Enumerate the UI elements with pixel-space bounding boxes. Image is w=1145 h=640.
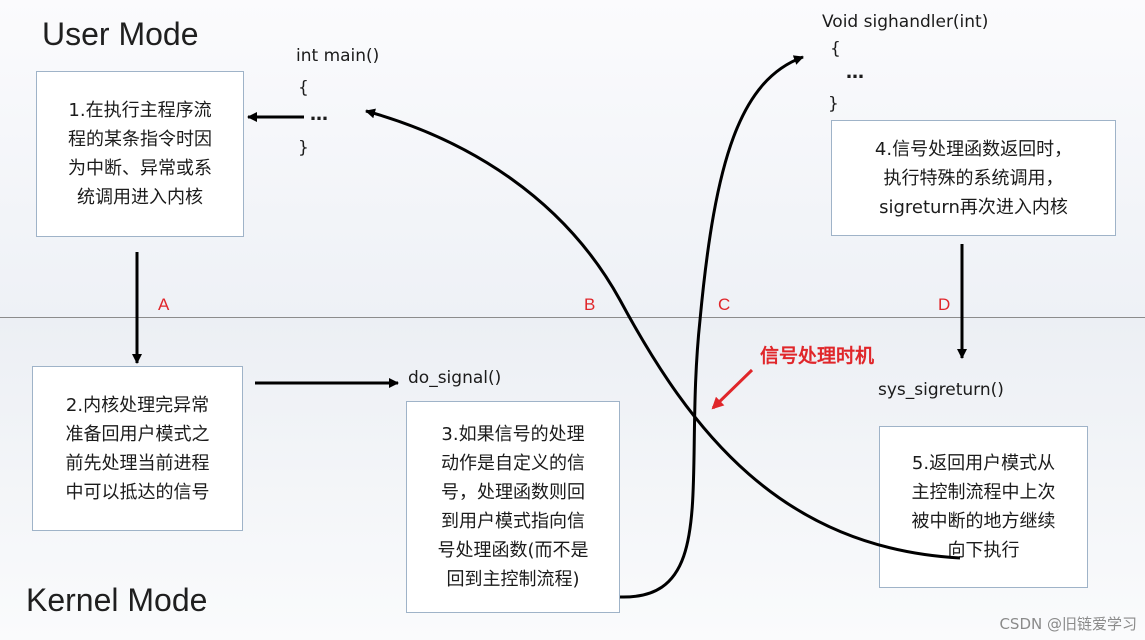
- marker-a: A: [158, 295, 170, 314]
- step5-box: 5.返回用户模式从 主控制流程中上次 被中断的地方继续 向下执行: [879, 426, 1088, 588]
- do-signal-label: do_signal(): [408, 368, 502, 388]
- kernel-mode-label: Kernel Mode: [26, 582, 208, 618]
- main-close-brace: }: [298, 138, 309, 158]
- arrow-b: [365, 108, 961, 560]
- step1-box: 1.在执行主程序流 程的某条指令时因 为中断、异常或系 统调用进入内核: [36, 71, 244, 237]
- mode-divider: [0, 317, 1145, 318]
- timing-pointer-arrow: [711, 368, 754, 410]
- marker-c: C: [718, 295, 731, 314]
- step2-box: 2.内核处理完异常 准备回用户模式之 前先处理当前进程 中可以抵达的信号: [32, 366, 243, 531]
- arrow-c: [619, 55, 804, 599]
- step4-box: 4.信号处理函数返回时， 执行特殊的系统调用， sigreturn再次进入内核: [831, 120, 1116, 236]
- main-open-brace: {: [298, 78, 309, 98]
- handler-open-brace: {: [830, 39, 841, 59]
- step3-box: 3.如果信号的处理 动作是自定义的信 号，处理函数则回 到用户模式指向信 号处理…: [406, 401, 620, 613]
- handler-signature: Void sighandler(int): [822, 12, 989, 32]
- marker-d: D: [938, 295, 951, 314]
- marker-b: B: [584, 295, 596, 314]
- signal-timing-label: 信号处理时机: [760, 345, 875, 367]
- watermark: CSDN @旧链爱学习: [999, 615, 1137, 633]
- handler-close-brace: }: [828, 94, 839, 114]
- main-signature: int main(): [296, 46, 380, 66]
- user-mode-label: User Mode: [42, 16, 199, 52]
- sys-sigreturn-label: sys_sigreturn(): [878, 380, 1004, 400]
- handler-ellipsis: …: [846, 62, 865, 83]
- main-ellipsis: …: [310, 104, 329, 125]
